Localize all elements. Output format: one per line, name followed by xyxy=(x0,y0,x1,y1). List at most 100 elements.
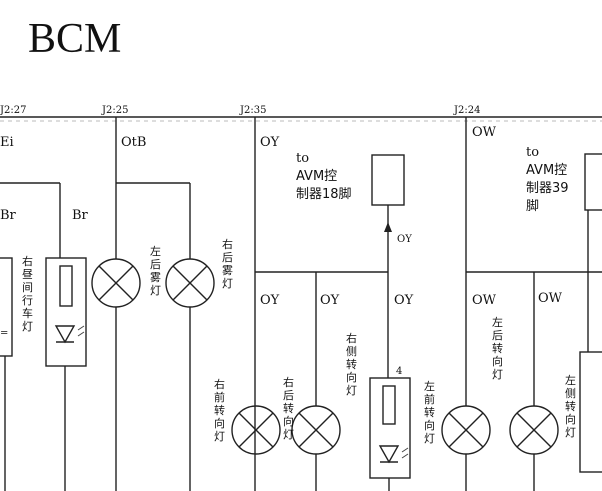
avm39-line-2: AVM控 xyxy=(526,163,567,178)
avm-controller-39-box xyxy=(584,153,602,211)
wire-color-br-left: Br xyxy=(0,208,17,223)
label-left-side-turn: 左侧转向灯 xyxy=(565,374,576,439)
avm18-line-1: to xyxy=(296,151,309,166)
label-left-rear-turn-text-char: 转 xyxy=(492,341,503,355)
drl-led-icon xyxy=(54,325,76,344)
label-left-side-turn-text-char: 左 xyxy=(565,374,576,387)
label-left-side-turn-text-char: 转 xyxy=(565,399,576,413)
wire-color-ow-b: OW xyxy=(538,291,563,306)
pin-label-j2-35: J2:35 xyxy=(239,105,266,116)
label-right-rear-turn-text-char: 灯 xyxy=(283,428,294,441)
label-left-rear-fog-text-char: 灯 xyxy=(150,284,161,297)
rr-turn-cross-2 xyxy=(298,412,334,448)
label-right-drl-text-char: 右 xyxy=(22,254,33,268)
label-right-front-turn-text-char: 灯 xyxy=(214,430,225,443)
avm18-line-3: 制器18脚 xyxy=(296,186,352,202)
label-right-rear-fog-text-char: 雾 xyxy=(222,264,233,277)
label-right-rear-turn-text: 右后转向灯 xyxy=(283,375,294,441)
label-left-side-turn-text-char: 侧 xyxy=(565,387,576,400)
label-right-front-turn-text-char: 向 xyxy=(214,416,225,430)
label-right-drl-text-char: 间 xyxy=(22,281,33,294)
label-left-front-turn: 左前转向灯 xyxy=(424,380,435,445)
label-right-drl-text-char: 车 xyxy=(22,306,33,320)
wire-color-br-right: Br xyxy=(72,208,89,223)
label-right-rear-fog-text-char: 右 xyxy=(222,237,233,251)
label-left-rear-turn-text-char: 灯 xyxy=(492,368,503,381)
label-left-rear-fog-text: 左后雾灯 xyxy=(150,245,161,297)
label-right-side-turn-text-char: 灯 xyxy=(346,384,357,397)
label-right-drl-text-char: 灯 xyxy=(22,320,33,333)
label-right-rear-turn-text-char: 后 xyxy=(283,389,294,402)
right-side-led-icon xyxy=(378,445,400,464)
avm39-line-1: to xyxy=(526,145,539,160)
label-right-front-turn: 右前转向灯 xyxy=(214,377,225,443)
left-module-box xyxy=(0,257,13,357)
label-right-front-turn-text-char: 右 xyxy=(214,377,225,391)
label-right-side-turn-text-char: 向 xyxy=(346,370,357,384)
lr-turn-cross-2 xyxy=(516,412,552,448)
drl-lamp-box xyxy=(45,257,87,367)
label-left-front-turn-text: 左前转向灯 xyxy=(424,380,435,445)
label-left-front-turn-text-char: 灯 xyxy=(424,432,435,445)
label-right-rear-turn: 右后转向灯 xyxy=(283,375,294,441)
wire-color-oy-c: OY xyxy=(394,293,414,308)
wire-color-ow-a: OW xyxy=(472,293,497,308)
label-left-rear-turn-text-char: 左 xyxy=(492,316,503,329)
label-left-front-turn-text-char: 转 xyxy=(424,405,435,419)
avm-controller-18-box xyxy=(371,154,405,206)
label-right-side-turn-text-char: 侧 xyxy=(346,345,357,358)
wire-color-oy-b: OY xyxy=(320,293,340,308)
label-left-side-turn-text-char: 向 xyxy=(565,412,576,426)
left-fog-cross-2 xyxy=(98,265,134,301)
left-side-turn-lamp-box xyxy=(579,351,602,473)
label-right-side-turn: 右侧转向灯 xyxy=(346,331,357,397)
right-side-led-ray-1 xyxy=(401,447,409,453)
label-right-side-turn-text-char: 转 xyxy=(346,357,357,371)
label-right-side-turn-text: 右侧转向灯 xyxy=(346,331,357,397)
right-side-led-ray-2 xyxy=(401,453,409,459)
wire-color-otb: OtB xyxy=(121,135,146,150)
label-right-side-turn-text-char: 右 xyxy=(346,331,357,345)
label-left-rear-fog-text-char: 雾 xyxy=(150,271,161,284)
label-right-drl-text-char: 昼 xyxy=(22,268,33,281)
label-right-rear-turn-text-char: 向 xyxy=(283,414,294,428)
rf-turn-cross-2 xyxy=(238,412,274,448)
label-left-rear-turn: 左后转向灯 xyxy=(492,316,503,381)
avm39-line-3: 制器39 xyxy=(526,181,569,196)
wire-color-oy-a: OY xyxy=(260,293,280,308)
label-left-side-turn-text-char: 灯 xyxy=(565,426,576,439)
label-right-rear-fog-text-char: 后 xyxy=(222,251,233,264)
terminal-mark-4: 4 xyxy=(396,366,402,377)
avm18-line-2: AVM控 xyxy=(296,169,337,184)
wire-color-oy: OY xyxy=(260,135,280,150)
right-side-turn-fuse xyxy=(382,385,396,425)
drl-led-ray-1 xyxy=(77,325,85,331)
right-fog-cross-2 xyxy=(172,265,208,301)
label-left-front-turn-text-char: 前 xyxy=(424,392,435,406)
label-left-rear-fog-text-char: 左 xyxy=(150,245,161,258)
label-right-rear-fog-text: 右后雾灯 xyxy=(222,237,233,290)
label-left-front-turn-text-char: 向 xyxy=(424,418,435,432)
label-right-rear-turn-text-char: 右 xyxy=(283,375,294,389)
label-right-rear-turn-text-char: 转 xyxy=(283,401,294,415)
pin-label-j2-25: J2:25 xyxy=(101,105,128,116)
label-right-front-turn-text-char: 前 xyxy=(214,390,225,404)
wire-color-ei: Ei xyxy=(0,135,14,150)
label-left-front-turn-text-char: 左 xyxy=(424,380,435,393)
label-left-rear-fog-text-char: 后 xyxy=(150,258,161,271)
label-left-rear-turn-text-char: 向 xyxy=(492,354,503,368)
avm39-line-4: 脚 xyxy=(526,198,539,214)
diagram-title: BCM xyxy=(28,16,121,62)
label-left-rear-turn-text-char: 后 xyxy=(492,329,503,342)
right-front-turn-lamp-icon xyxy=(231,405,281,455)
wire-color-ow: OW xyxy=(472,125,497,140)
label-left-rear-fog: 左后雾灯 xyxy=(150,245,161,297)
wire-color-oy-d: OY xyxy=(397,234,412,245)
left-module-mark: = xyxy=(0,328,8,339)
label-right-drl-text: 右昼间行车灯 xyxy=(22,254,33,333)
pin-label-j2-27: J2:27 xyxy=(0,105,26,116)
label-right-rear-fog: 右后雾灯 xyxy=(222,237,233,290)
drl-led-ray-2 xyxy=(77,331,85,337)
label-right-drl: 右昼间行车灯 xyxy=(22,254,33,333)
